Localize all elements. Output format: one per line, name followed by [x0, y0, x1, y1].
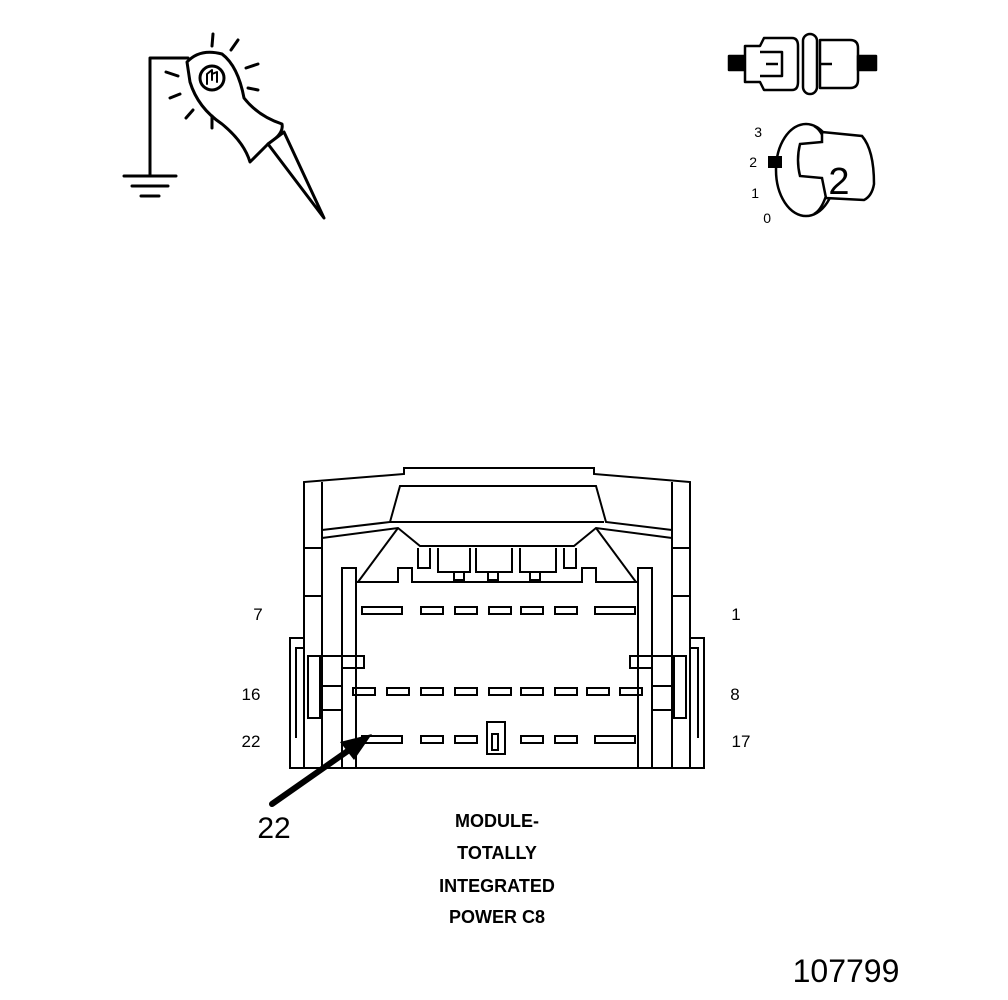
disconnected-connector-icon	[727, 32, 878, 96]
ignition-position-2: 2	[749, 154, 757, 170]
caption-line-4: POWER C8	[449, 907, 545, 927]
pin-label-row1-left: 7	[253, 605, 262, 624]
test-lamp-to-ground-icon	[122, 32, 326, 220]
figure-number: 107799	[793, 953, 900, 989]
ignition-position-3: 3	[754, 124, 762, 140]
pin-label-row1-right: 1	[731, 605, 740, 624]
pin-label-row2-right: 8	[730, 685, 739, 704]
callout-pin-number: 22	[257, 812, 290, 845]
ignition-position-1: 1	[751, 185, 759, 201]
ignition-switch-position-icon: 3 2 1 0 2	[749, 122, 876, 226]
caption-line-1: MODULE-	[455, 811, 539, 831]
callout-arrow	[269, 734, 372, 807]
caption-line-3: INTEGRATED	[439, 876, 555, 896]
ignition-position-0: 0	[763, 210, 771, 226]
connector-c8-face-view	[289, 467, 705, 769]
connector-caption: MODULE- TOTALLY INTEGRATED POWER C8	[439, 811, 555, 927]
ignition-key-number: 2	[828, 161, 849, 203]
pin-label-row3-right: 17	[732, 732, 751, 751]
pin-label-row3-left: 22	[242, 732, 261, 751]
pin-label-row2-left: 16	[242, 685, 261, 704]
caption-line-2: TOTALLY	[457, 843, 537, 863]
